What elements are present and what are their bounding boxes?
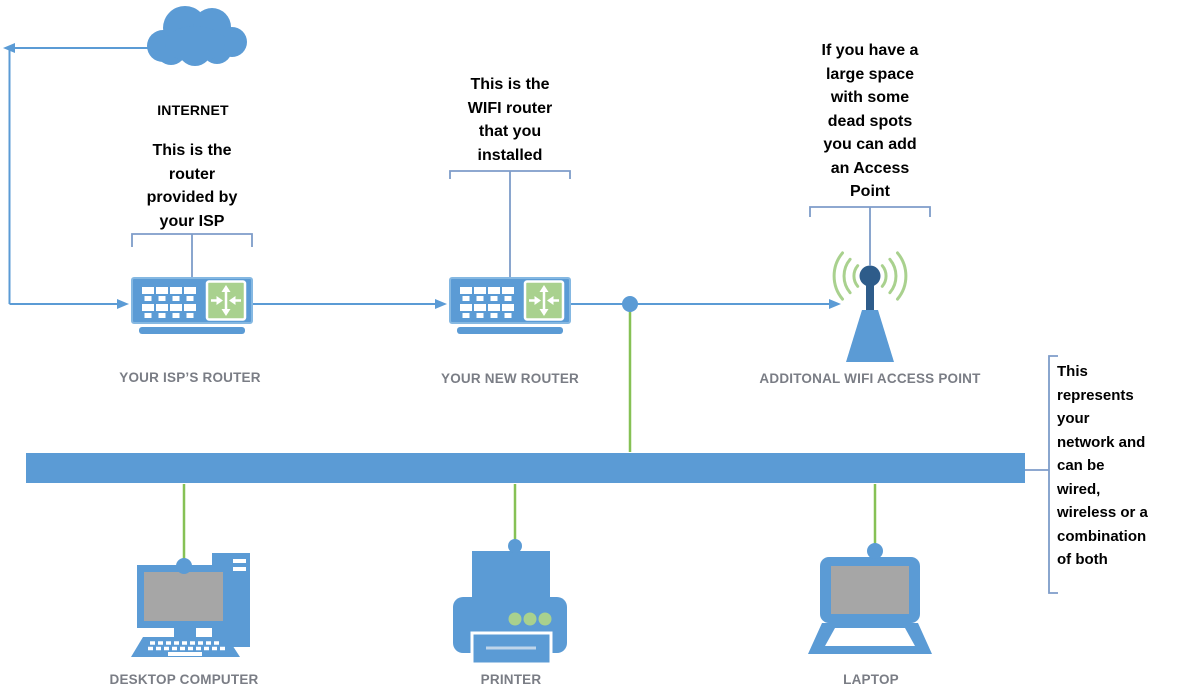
- printer-icon: [453, 551, 567, 666]
- access-point-label: ADDITONAL WIFI ACCESS POINT: [759, 371, 981, 386]
- network-note: This represents your network and can be …: [1057, 363, 1148, 568]
- new-router-icon: [449, 277, 571, 334]
- desktop-label: DESKTOP COMPUTER: [109, 672, 259, 687]
- access-point-icon: [832, 251, 908, 362]
- junction-dot: [622, 296, 638, 312]
- laptop-icon: [808, 557, 932, 654]
- isp-router-note: This is the router provided by your ISP: [146, 142, 238, 230]
- isp-router-icon: [131, 277, 253, 334]
- desktop-port-dot: [176, 558, 192, 574]
- network-note-bracket: [1025, 355, 1058, 594]
- router-link-connector: [253, 299, 447, 309]
- internet-label: INTERNET: [157, 102, 229, 118]
- printer-port-dot: [508, 539, 522, 553]
- ap-note-bracket: [809, 206, 931, 266]
- network-backbone-bar: [26, 453, 1025, 483]
- internet-connector: [3, 43, 155, 309]
- router-ports: [142, 287, 196, 318]
- ap-link-connector: [571, 299, 841, 309]
- new-router-label: YOUR NEW ROUTER: [441, 371, 579, 386]
- isp-note-bracket: [131, 233, 253, 277]
- wifi-note-bracket: [449, 170, 571, 277]
- internet-cloud-icon: [147, 6, 247, 66]
- isp-router-label: YOUR ISP’S ROUTER: [119, 370, 261, 385]
- wifi-waves-icon: [832, 251, 908, 301]
- printer-label: PRINTER: [480, 672, 542, 687]
- router-ports: [460, 287, 514, 318]
- laptop-port-dot: [867, 543, 883, 559]
- routing-symbol-icon: [523, 280, 565, 321]
- routing-symbol-icon: [205, 280, 247, 321]
- laptop-label: LAPTOP: [843, 672, 899, 687]
- desktop-computer-icon: [131, 553, 250, 657]
- wifi-router-note: This is the WIFI router that you install…: [467, 76, 553, 164]
- access-point-note: If you have a large space with some dead…: [821, 42, 919, 200]
